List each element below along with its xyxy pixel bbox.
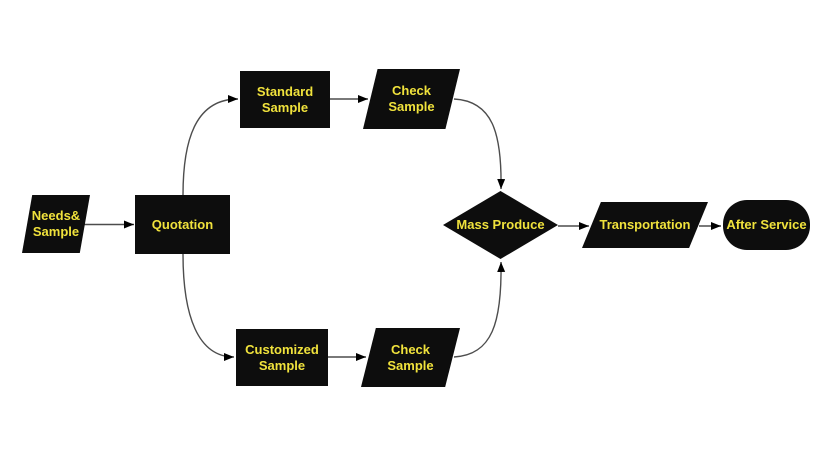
node-check-sample-top-label: Check Sample <box>388 83 435 114</box>
node-quotation: Quotation <box>135 195 230 254</box>
node-check-sample-bottom: Check Sample <box>361 328 460 387</box>
node-check-sample-top: Check Sample <box>363 69 460 129</box>
node-check-sample-bottom-label: Check Sample <box>387 341 434 373</box>
node-mass-produce-label: Mass Produce <box>456 217 545 232</box>
edge-quotation-to-customized-sample <box>182 253 235 361</box>
node-customized-sample-label: Customized Sample <box>245 341 319 373</box>
node-transportation-label: Transportation <box>599 217 691 232</box>
node-quotation-label: Quotation <box>151 216 214 232</box>
node-transportation: Transportation <box>582 202 708 248</box>
node-standard-sample-label: Standard Sample <box>256 83 314 115</box>
node-needs-sample-label: Needs& Sample <box>31 208 81 239</box>
node-standard-sample: Standard Sample <box>240 71 330 128</box>
node-needs-sample: Needs& Sample <box>22 195 90 253</box>
edge-quotation-to-standard-sample <box>182 95 239 196</box>
edge-check-sample-bottom-to-mass-produce <box>453 261 506 358</box>
node-customized-sample: Customized Sample <box>236 329 328 386</box>
node-after-service: After Service <box>723 200 810 250</box>
edge-check-sample-top-to-mass-produce <box>453 98 506 190</box>
node-after-service-label: After Service <box>726 217 807 232</box>
